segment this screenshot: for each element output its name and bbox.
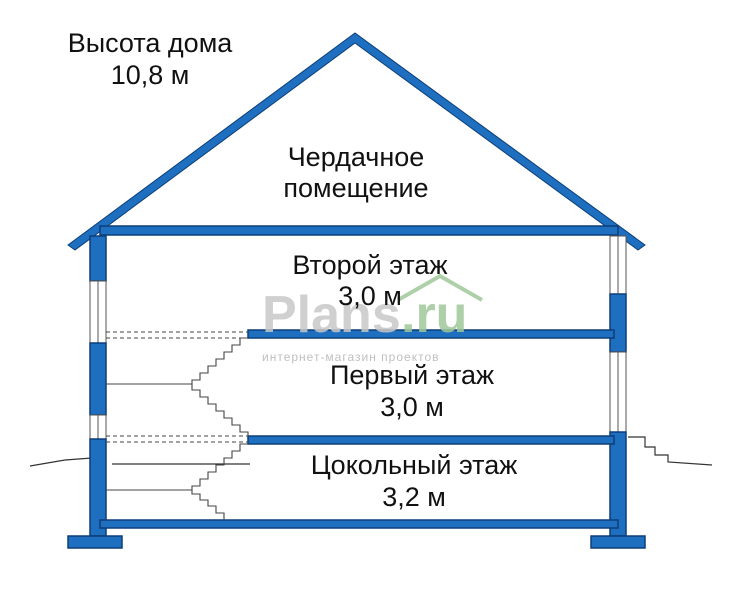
basement-name: Цокольный этаж	[311, 450, 518, 480]
lower-staircase	[106, 443, 248, 520]
attic-label-line2: помещение	[283, 173, 428, 203]
watermark-tagline: интернет-магазин проектов	[262, 350, 440, 364]
first-floor-height: 3,0 м	[380, 392, 444, 422]
watermark-roof-icon	[397, 273, 483, 302]
second-floor-height: 3,0 м	[338, 281, 402, 311]
height-value: 10,8 м	[111, 60, 190, 90]
right-wall	[609, 235, 627, 537]
basement-height: 3,2 м	[382, 482, 446, 512]
first-floor-slab	[247, 435, 615, 445]
left-footing	[67, 535, 123, 549]
attic-floor-slab	[99, 225, 619, 236]
upper-staircase	[106, 337, 249, 436]
right-footing	[590, 535, 646, 549]
height-title: Высота дома	[68, 28, 234, 58]
second-floor-name: Второй этаж	[292, 250, 447, 280]
stair-opening-lines	[106, 331, 248, 443]
watermark: Plans .ru интернет-магазин проектов	[262, 273, 483, 364]
ground-line	[29, 436, 713, 467]
watermark-tld: .ru	[401, 286, 467, 344]
left-wall	[89, 235, 107, 537]
basement-floor-slab	[99, 519, 619, 529]
second-floor-slab	[247, 329, 615, 339]
watermark-brand: Plans	[262, 286, 401, 344]
first-floor-name: Первый этаж	[330, 360, 494, 390]
roof	[67, 32, 646, 251]
attic-label-line1: Чердачное	[288, 142, 425, 172]
